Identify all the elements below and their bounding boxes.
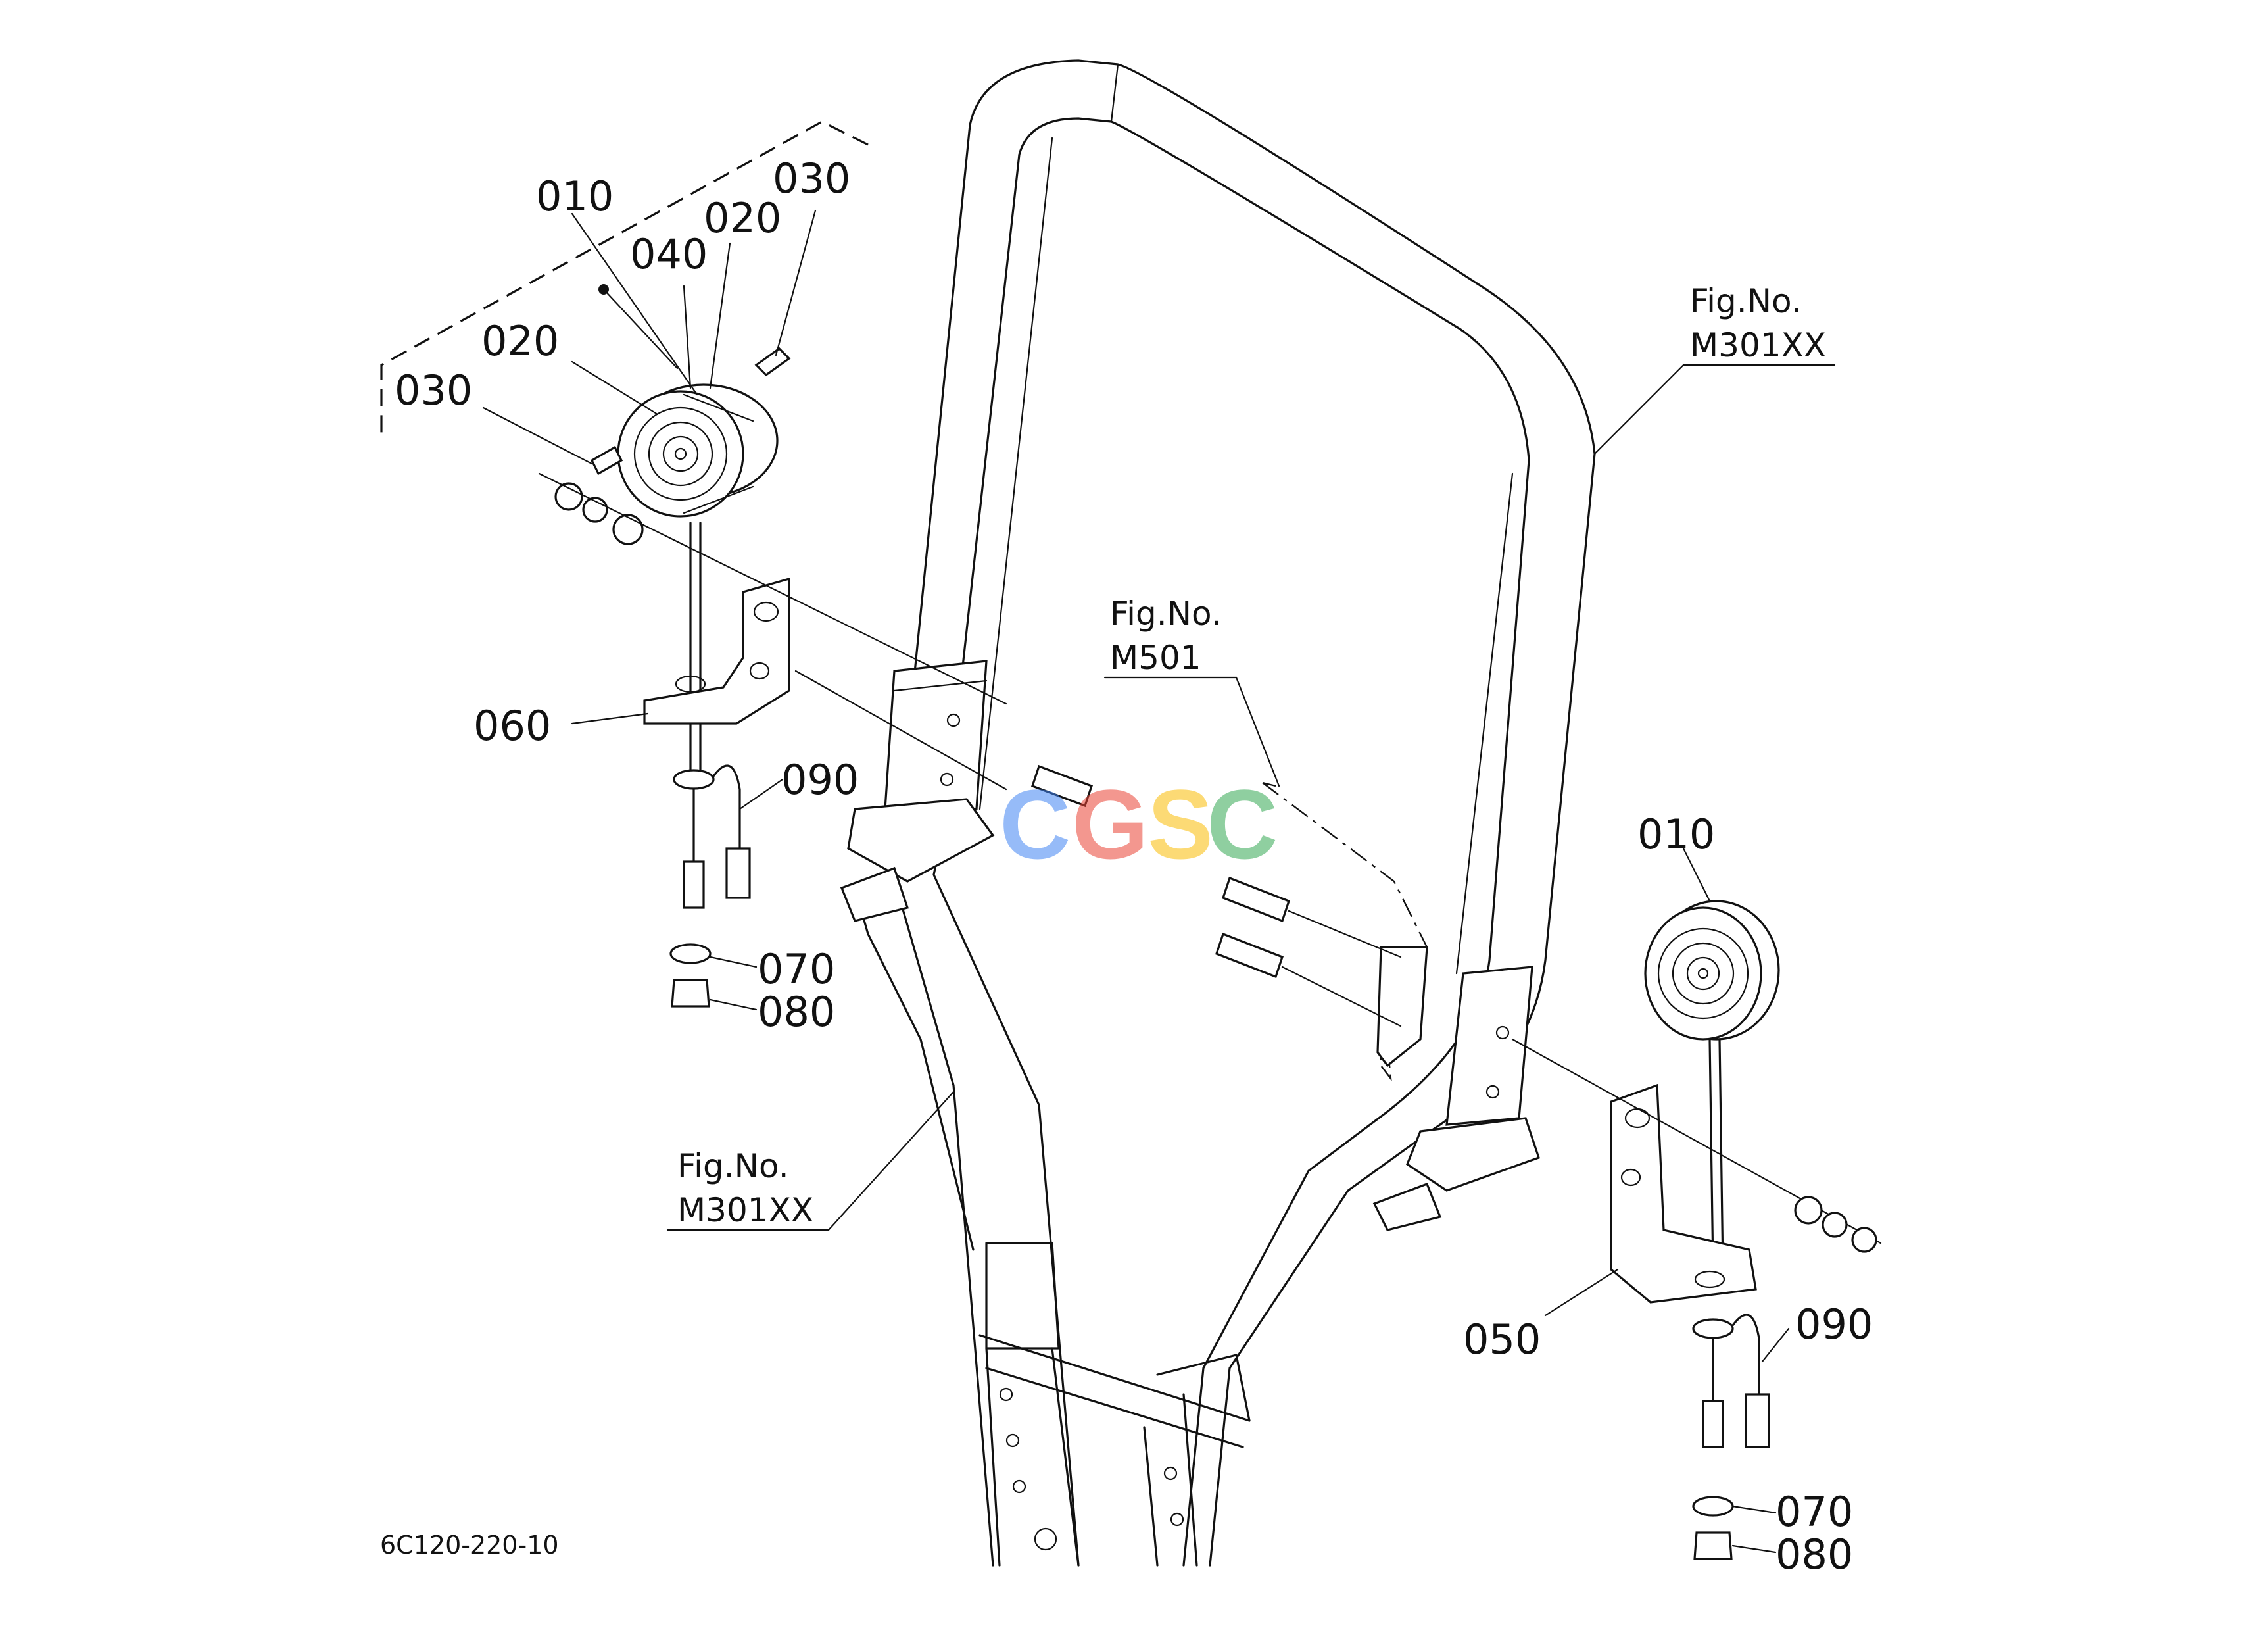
label-right-080: 080	[1775, 1531, 1853, 1579]
ref-m301-bottom-line2: M301XX	[677, 1191, 813, 1229]
ref-m301-bottom-line1: Fig.No.	[677, 1147, 789, 1185]
label-right-090: 090	[1795, 1300, 1873, 1348]
left-lamp-assembly	[380, 120, 1094, 1008]
label-left-030-side: 030	[395, 366, 472, 414]
drawing-code: 6C120-220-10	[380, 1531, 559, 1560]
label-left-040: 040	[630, 230, 708, 278]
ref-m301-top-line1: Fig.No.	[1690, 282, 1802, 320]
label-right-050: 050	[1463, 1315, 1541, 1364]
label-left-090: 090	[781, 756, 859, 804]
label-right-010: 010	[1637, 810, 1715, 858]
label-left-020-side: 020	[481, 317, 559, 365]
label-left-060: 060	[473, 702, 551, 750]
right-lamp-assembly	[1215, 876, 1882, 1560]
label-left-070: 070	[758, 945, 835, 993]
watermark-letter-1: C	[1000, 769, 1071, 879]
watermark-letter-4: C	[1207, 769, 1278, 879]
label-right-070: 070	[1775, 1488, 1853, 1536]
part-labels-left: 010 030 020 040 020 030 060 090 070 080	[395, 155, 859, 1036]
ref-m501-line1: Fig.No.	[1110, 595, 1222, 633]
ref-m501-line2: M501	[1110, 639, 1201, 677]
label-left-030-top: 030	[773, 155, 850, 203]
label-left-020-top: 020	[704, 194, 781, 242]
part-labels-right: 010 050 090 070 080	[1463, 810, 1873, 1579]
watermark-logo: C G S C	[1000, 769, 1278, 879]
rops-frame	[840, 59, 1596, 1567]
label-left-080: 080	[758, 988, 835, 1036]
figure-references: Fig.No. M301XX Fig.No. M501 Fig.No. M301…	[677, 282, 1826, 1229]
watermark-letter-2: G	[1072, 769, 1149, 879]
watermark-letter-3: S	[1147, 769, 1213, 879]
ref-m301-top-line2: M301XX	[1690, 326, 1826, 364]
leader-lines	[482, 209, 1836, 1554]
label-left-010: 010	[536, 172, 614, 220]
